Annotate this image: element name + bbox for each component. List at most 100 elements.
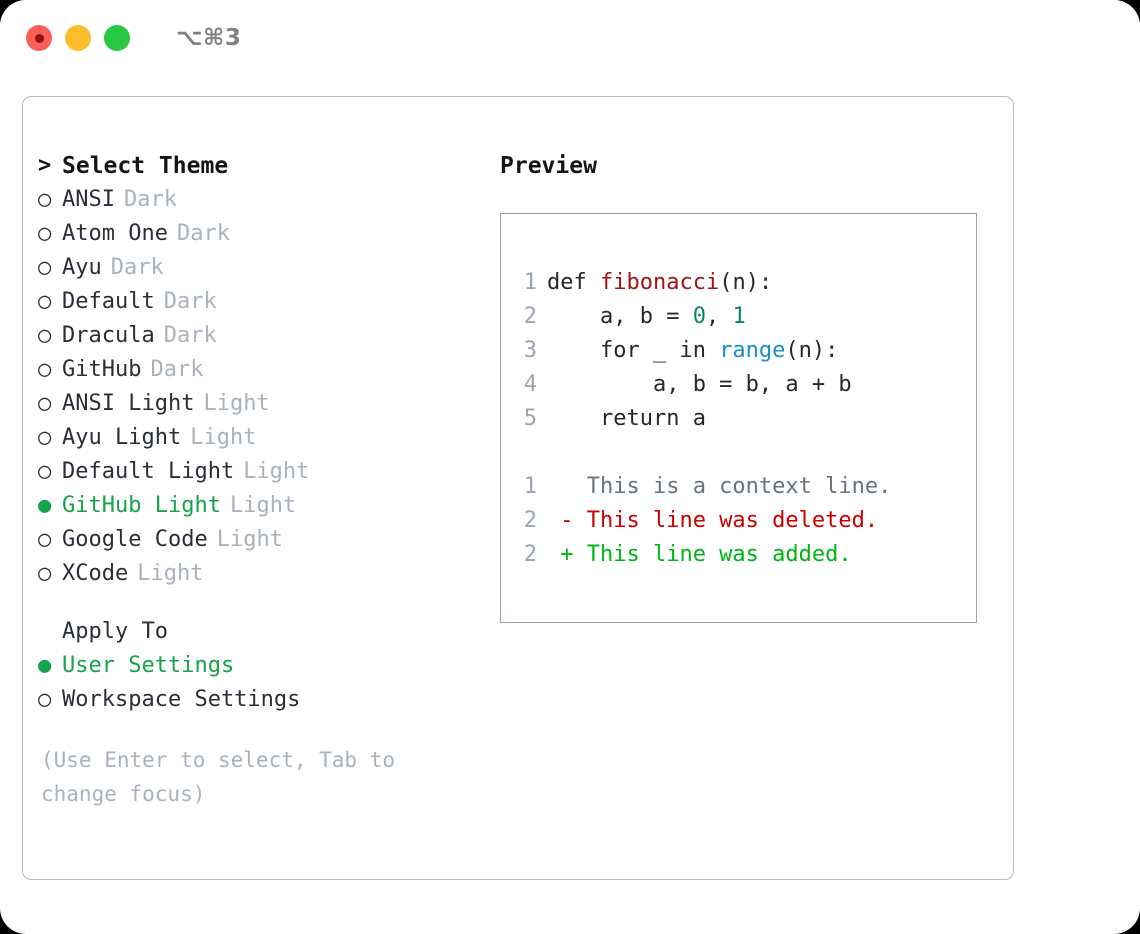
code-token: (n):: [785, 338, 839, 363]
code-token: (n):: [719, 270, 773, 295]
code-line-text: a, b = b, a + b: [547, 368, 852, 402]
select-theme-label: Select Theme: [62, 153, 229, 179]
diff-line-number: 1: [523, 474, 537, 499]
apply-to-option-label: User Settings: [62, 653, 235, 678]
keyboard-shortcut-label: ⌥⌘3: [176, 25, 242, 51]
prompt-caret-icon: >: [38, 153, 52, 178]
code-line-number: 5: [523, 406, 537, 431]
diff-line-text: + This line was added.: [547, 542, 852, 567]
title-bar: ⌥⌘3: [0, 0, 1140, 76]
theme-kind-badge: Light: [243, 459, 310, 484]
theme-list-item[interactable]: ○ Google Code Light: [38, 523, 488, 557]
theme-name: Google Code: [62, 527, 208, 552]
minimize-window-button[interactable]: [65, 25, 91, 51]
code-line-number: 1: [523, 270, 537, 295]
theme-kind-badge: Dark: [163, 289, 217, 314]
radio-unselected-icon: ○: [38, 323, 52, 348]
theme-list-item[interactable]: ○ XCode Light: [38, 557, 488, 591]
diff-line-number: 2: [523, 542, 537, 567]
theme-kind-badge: Light: [229, 493, 297, 518]
diff-sample: 1 This is a context line.2 - This line w…: [501, 470, 976, 572]
code-token: 1: [732, 304, 746, 329]
theme-kind-badge: Light: [216, 527, 283, 552]
theme-kind-badge: Dark: [163, 323, 217, 348]
diff-line-text: - This line was deleted.: [547, 508, 879, 533]
code-token: fibonacci: [599, 270, 720, 295]
keyboard-hint-text: (Use Enter to select, Tab to change focu…: [41, 748, 408, 806]
theme-kind-badge: Dark: [110, 255, 164, 280]
code-token: return a: [547, 406, 706, 431]
apply-to-option[interactable]: ○ Workspace Settings: [38, 683, 488, 717]
diff-line: 1 This is a context line.: [501, 470, 976, 504]
diff-line-number: 2: [523, 508, 537, 533]
code-token: def: [547, 270, 600, 295]
code-token: for _ in: [547, 338, 720, 363]
theme-name: XCode: [62, 561, 129, 586]
radio-unselected-icon: ○: [38, 561, 52, 586]
radio-unselected-icon: ○: [38, 687, 52, 712]
theme-name: Default: [62, 289, 155, 314]
close-window-button[interactable]: [26, 25, 52, 51]
apply-to-label: Apply To: [62, 619, 168, 644]
maximize-window-button[interactable]: [104, 25, 130, 51]
diff-line: 2 - This line was deleted.: [501, 504, 976, 538]
theme-kind-badge: Dark: [123, 187, 177, 212]
list-spacer: [38, 591, 488, 615]
code-line-number: 2: [523, 304, 537, 329]
code-token: a, b =: [547, 304, 693, 329]
apply-to-header: ○ Apply To: [38, 615, 488, 649]
traffic-light-group: [26, 25, 130, 51]
code-line-text: for _ in range(n):: [547, 334, 838, 368]
theme-name: Default Light: [62, 459, 235, 484]
apply-to-option-label: Workspace Settings: [62, 687, 301, 712]
code-token: ,: [705, 304, 733, 329]
code-diff-separator: [501, 436, 976, 470]
theme-name: ANSI: [62, 187, 115, 212]
apply-to-marker-placeholder: ○: [38, 615, 62, 649]
theme-name: Dracula: [62, 323, 155, 348]
radio-selected-icon: ●: [38, 493, 52, 518]
theme-name: Ayu Light: [62, 425, 182, 450]
theme-list-item[interactable]: ○ Dracula Dark: [38, 319, 488, 353]
theme-kind-badge: Light: [137, 561, 204, 586]
radio-unselected-icon: ○: [38, 527, 52, 552]
code-line-text: def fibonacci(n):: [547, 266, 772, 300]
code-line: 5 return a: [501, 402, 976, 436]
radio-unselected-icon: ○: [38, 255, 52, 280]
diff-line-text: This is a context line.: [547, 474, 892, 499]
radio-unselected-icon: ○: [38, 425, 52, 450]
code-line-number: 4: [523, 372, 537, 397]
theme-kind-badge: Light: [203, 391, 270, 416]
theme-name: GitHub: [62, 357, 142, 382]
radio-selected-icon: ●: [38, 653, 52, 678]
code-line: 2 a, b = 0, 1: [501, 300, 976, 334]
code-line: 3 for _ in range(n):: [501, 334, 976, 368]
theme-list-item[interactable]: ○ Ayu Light Light: [38, 421, 488, 455]
theme-name: ANSI Light: [62, 391, 195, 416]
theme-kind-badge: Dark: [150, 357, 204, 382]
code-token: a, b = b, a + b: [547, 372, 852, 397]
code-line-text: return a: [547, 402, 706, 436]
code-line: 4 a, b = b, a + b: [501, 368, 976, 402]
radio-unselected-icon: ○: [38, 187, 52, 212]
theme-list-item[interactable]: ● GitHub Light Light: [38, 489, 488, 523]
theme-kind-badge: Dark: [176, 221, 230, 246]
theme-list-item[interactable]: ○ ANSI Dark: [38, 183, 488, 217]
apply-to-option[interactable]: ● User Settings: [38, 649, 488, 683]
code-line-number: 3: [523, 338, 537, 363]
theme-kind-badge: Light: [190, 425, 257, 450]
theme-name: GitHub Light: [62, 493, 221, 518]
